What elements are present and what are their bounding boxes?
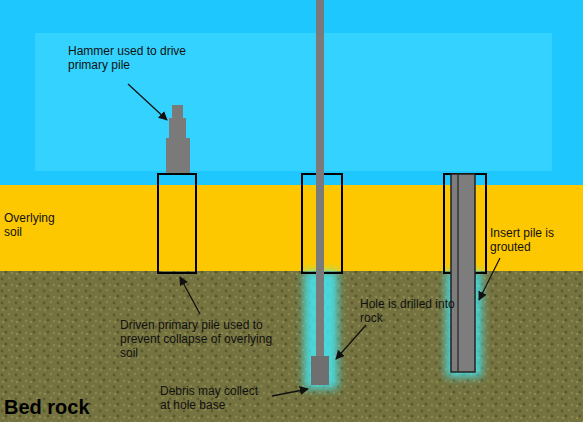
- insert-pile: [451, 174, 475, 372]
- leader-line: [479, 258, 500, 300]
- bed-rock: [0, 271, 583, 422]
- callout-label: Insert pile is grouted: [490, 226, 578, 254]
- leader-line: [272, 389, 308, 396]
- leader-line: [180, 277, 200, 314]
- callout-label: Debris may collect at hole base: [160, 384, 270, 412]
- callout-label: Driven primary pile used to prevent coll…: [120, 318, 280, 360]
- hammer: [166, 138, 190, 173]
- insert-pile: [457, 174, 459, 372]
- drill-rod: [316, 0, 324, 358]
- hammer: [172, 105, 183, 119]
- leader-line: [128, 84, 167, 120]
- callout-label: Hole is drilled into rock: [360, 297, 470, 325]
- leader-line: [336, 325, 366, 359]
- callout-label: Hammer used to drive primary pile: [68, 44, 198, 72]
- primary-pile: [158, 174, 196, 273]
- hammer: [169, 118, 186, 139]
- drill-bit: [311, 356, 329, 385]
- layer-label: Bed rock: [4, 396, 144, 418]
- overlying-soil: [0, 185, 583, 271]
- water: [0, 0, 583, 185]
- layer-label: Overlying soil: [4, 211, 64, 239]
- water-band: [35, 33, 552, 171]
